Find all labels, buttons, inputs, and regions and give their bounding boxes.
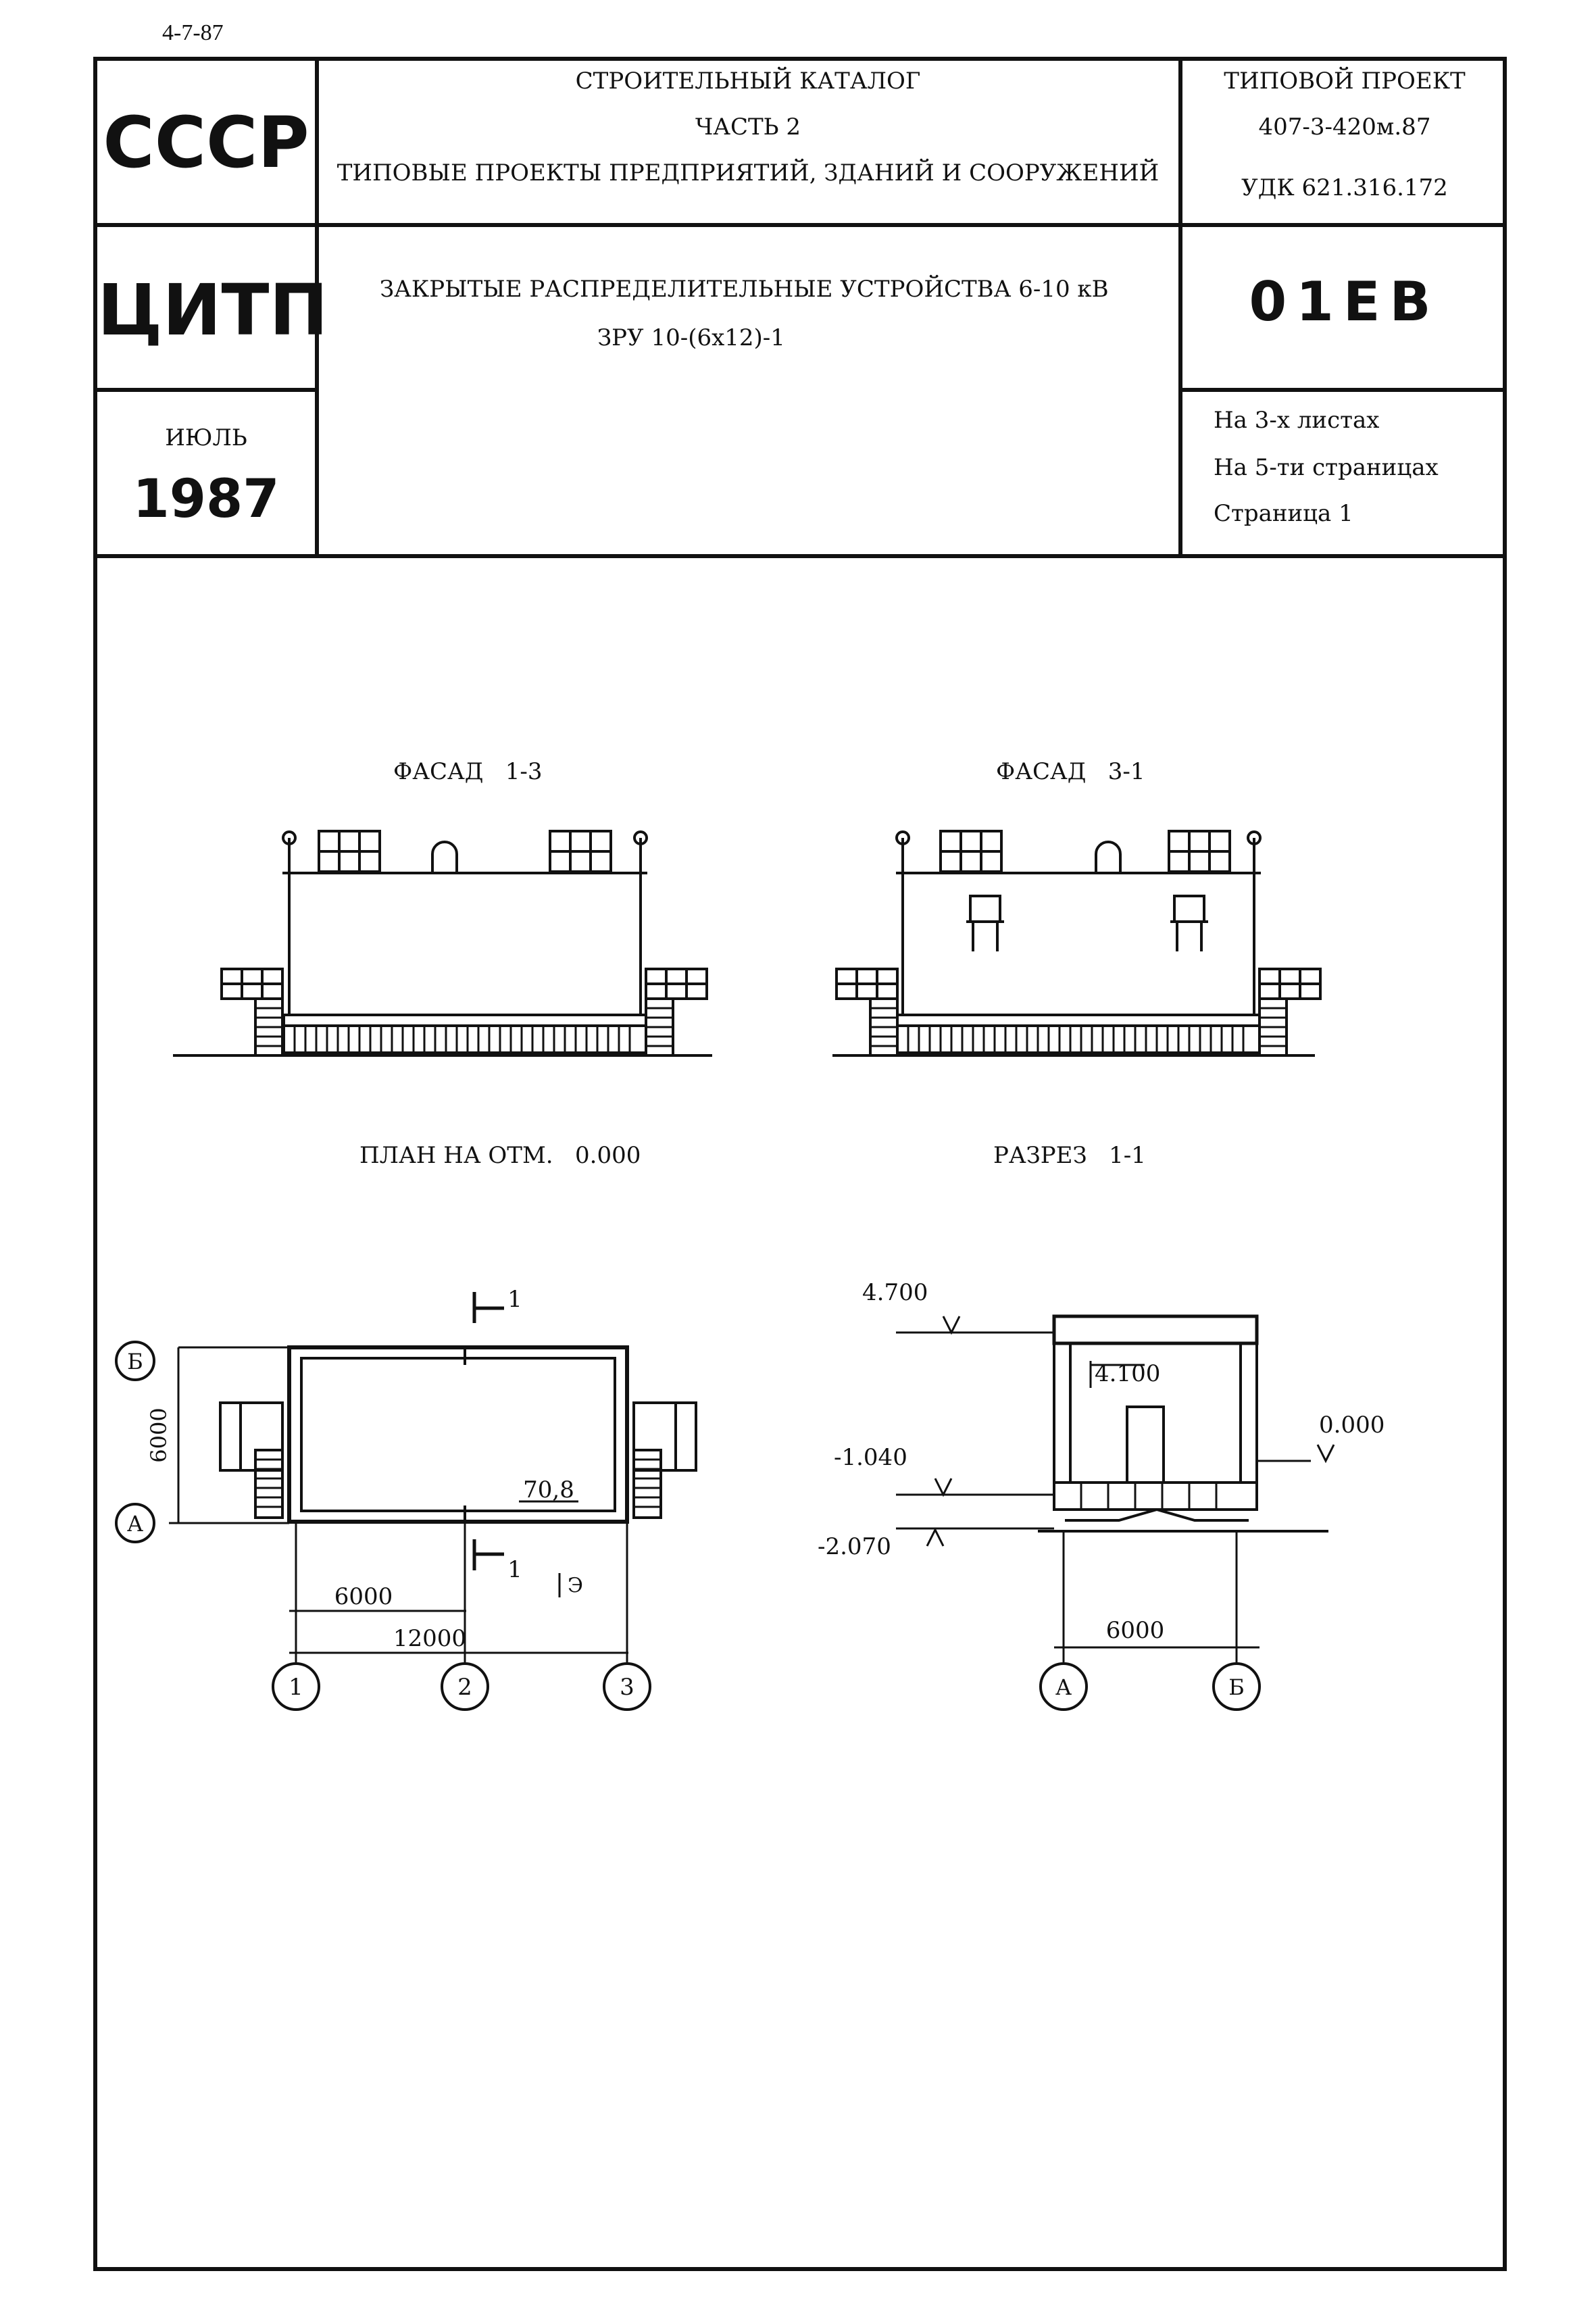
section-drawing — [896, 1314, 1335, 1711]
section-dim-width: 6000 — [1106, 1617, 1165, 1644]
plan-dim-total: 12000 — [393, 1625, 466, 1652]
sheet-count: На 3-х листах — [1214, 407, 1380, 434]
subject-line-1: ЗАКРЫТЫЕ РАСПРЕДЕЛИТЕЛЬНЫЕ УСТРОЙСТВА 6-… — [380, 276, 1109, 303]
plan-arrow-label: Э — [568, 1574, 583, 1597]
drawing-frame — [93, 57, 1507, 2271]
level-4700: 4.700 — [862, 1279, 928, 1306]
plan-area: 70,8 — [523, 1476, 574, 1503]
catalog-part: ЧАСТЬ 2 — [695, 114, 801, 141]
facade-1-title: ФАСАД 1-3 — [393, 758, 543, 785]
institute-label: ЦИТП — [97, 269, 328, 351]
document-number: 4-7-87 — [162, 20, 224, 45]
plan-drawing — [115, 1292, 697, 1711]
plan-cut-top: 1 — [507, 1286, 522, 1313]
plan-axis-b: Б — [127, 1349, 143, 1374]
level-m2070: -2.070 — [818, 1533, 891, 1560]
project-type: ТИПОВОЙ ПРОЕКТ — [1224, 68, 1466, 95]
subject-line-2: ЗРУ 10-(6x12)-1 — [597, 324, 785, 351]
level-m1040: -1.040 — [834, 1444, 907, 1471]
plan-axis-a: А — [127, 1511, 143, 1537]
facade-2-drawing — [832, 830, 1322, 1057]
section-axis-b: Б — [1228, 1674, 1245, 1700]
udc-code: УДК 621.316.172 — [1241, 174, 1448, 201]
title-block — [93, 57, 1507, 558]
section-axis-a: А — [1055, 1674, 1072, 1700]
catalog-subtitle: ТИПОВЫЕ ПРОЕКТЫ ПРЕДПРИЯТИЙ, ЗДАНИЙ И СО… — [336, 159, 1159, 186]
plan-axis-2: 2 — [457, 1674, 472, 1701]
facade-1-drawing — [173, 830, 712, 1057]
catalog-title: СТРОИТЕЛЬНЫЙ КАТАЛОГ — [575, 68, 921, 95]
plan-dim-height: 6000 — [146, 1408, 172, 1462]
month-label: ИЮЛЬ — [165, 424, 247, 451]
catalog-code: 01EB — [1249, 270, 1441, 333]
level-0000: 0.000 — [1319, 1412, 1385, 1439]
plan-title: ПЛАН НА ОТМ. 0.000 — [359, 1142, 641, 1169]
plan-cut-bottom: 1 — [507, 1556, 522, 1583]
facade-2-title: ФАСАД 3-1 — [996, 758, 1145, 785]
plan-dim-span: 6000 — [334, 1583, 393, 1610]
plan-axis-1: 1 — [289, 1674, 303, 1701]
level-4100: 4.100 — [1095, 1360, 1160, 1387]
page-count: На 5-ти страницах — [1214, 454, 1439, 481]
year-label: 1987 — [132, 469, 280, 530]
section-title: РАЗРЕЗ 1-1 — [993, 1142, 1146, 1169]
project-number: 407-3-420м.87 — [1258, 114, 1431, 141]
org-label: СССР — [103, 101, 309, 184]
page-number: Страница 1 — [1214, 500, 1353, 527]
plan-axis-3: 3 — [620, 1674, 634, 1701]
